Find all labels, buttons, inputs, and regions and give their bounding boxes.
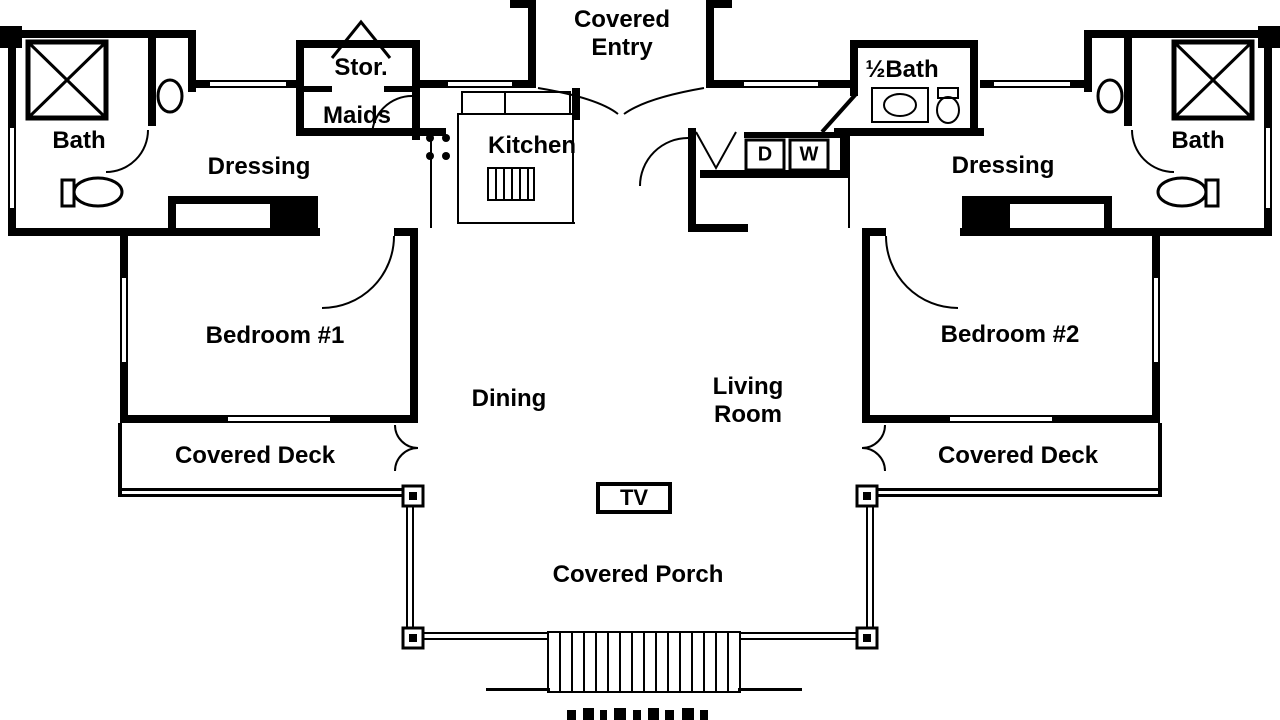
cropped-caption-fragments — [567, 708, 708, 720]
room-label-stor: Stor. — [334, 54, 388, 81]
kitchen-fixtures — [426, 91, 575, 224]
porch-rails — [406, 506, 874, 691]
shower-right — [1171, 39, 1255, 121]
cooktop-burners — [426, 134, 450, 160]
porch-posts — [401, 484, 879, 650]
toilet-left — [60, 176, 124, 208]
room-label-bath-right: Bath — [1171, 127, 1225, 154]
room-label-kitchen: Kitchen — [487, 132, 577, 159]
dryer-label: D — [757, 143, 773, 166]
covered-entry-line1: Covered — [573, 6, 671, 33]
washer-label: W — [799, 143, 819, 166]
stairs — [547, 631, 741, 693]
room-label-half-bath: ½Bath — [865, 56, 939, 83]
dryer-box — [744, 138, 786, 172]
room-label-covered-deck-left: Covered Deck — [174, 442, 336, 469]
kitchen-island — [487, 167, 535, 201]
room-label-bedroom-2: Bedroom #2 — [940, 321, 1080, 348]
half-bath-sink — [871, 87, 929, 123]
windows — [8, 80, 1272, 423]
half-bath-toilet — [936, 87, 960, 124]
covered-entry-line2: Entry — [591, 34, 653, 61]
living-room-line1: Living — [712, 373, 784, 400]
door-arcs — [105, 19, 1175, 472]
room-label-covered-porch: Covered Porch — [552, 561, 724, 588]
porch — [401, 484, 879, 693]
room-label-covered-deck-right: Covered Deck — [937, 442, 1099, 469]
laundry — [744, 138, 830, 172]
room-label-dressing-left: Dressing — [207, 153, 311, 180]
tv-label: TV — [619, 485, 649, 510]
living-room-line2: Room — [713, 401, 782, 428]
room-label-living-room: Living Room — [713, 373, 784, 429]
bath-fixtures — [25, 39, 1255, 208]
room-label-maids: Maids — [322, 102, 392, 129]
room-label-covered-entry: Covered Entry — [574, 6, 670, 62]
sink-right — [1096, 78, 1124, 114]
kitchen-counter — [461, 91, 571, 115]
washer-box — [788, 138, 830, 172]
room-label-dressing-right: Dressing — [951, 152, 1055, 179]
sink-left — [156, 78, 184, 114]
room-label-dining: Dining — [471, 385, 547, 412]
room-label-bath-left: Bath — [52, 127, 106, 154]
walls — [0, 0, 1280, 497]
toilet-right — [1156, 176, 1220, 208]
tv-box — [596, 482, 672, 514]
room-label-bedroom-1: Bedroom #1 — [205, 322, 345, 349]
shower-left — [25, 39, 109, 121]
